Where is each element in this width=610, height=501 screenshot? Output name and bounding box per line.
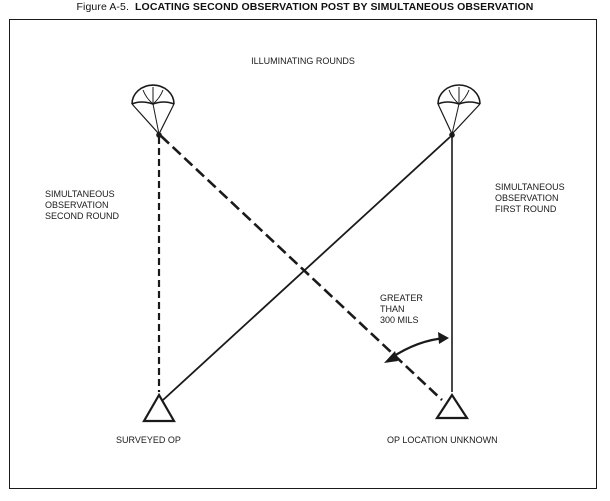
svg-text:THAN: THAN: [380, 304, 405, 314]
surveyed-op-label: SURVEYED OP: [116, 435, 181, 445]
parachute-icon: [437, 84, 481, 138]
svg-text:OBSERVATION: OBSERVATION: [495, 193, 559, 203]
svg-text:SECOND ROUND: SECOND ROUND: [45, 211, 120, 221]
illuminating-rounds-label: ILLUMINATING ROUNDS: [251, 56, 355, 66]
sight-line-unknown-op-second-round: [160, 135, 443, 401]
first-round-label: SIMULTANEOUS OBSERVATION FIRST ROUND: [495, 182, 565, 214]
svg-text:FIRST ROUND: FIRST ROUND: [495, 204, 557, 214]
angle-note-label: GREATER THAN 300 MILS: [380, 293, 423, 325]
figure-number: Figure A-5.: [76, 1, 129, 13]
double-arrow-icon: [384, 332, 449, 363]
diagram-frame: [9, 19, 597, 489]
triangle-icon: [142, 392, 176, 423]
svg-text:OBSERVATION: OBSERVATION: [45, 200, 109, 210]
svg-text:SIMULTANEOUS: SIMULTANEOUS: [495, 182, 565, 192]
sight-line-surveyed-op-first-round: [162, 136, 451, 401]
second-round-label: SIMULTANEOUS OBSERVATION SECOND ROUND: [45, 189, 120, 221]
triangle-icon: [434, 392, 470, 420]
figure-title: Figure A-5. LOCATING SECOND OBSERVATION …: [0, 1, 610, 13]
parachute-icon: [131, 84, 175, 138]
svg-text:300 MILS: 300 MILS: [380, 315, 419, 325]
svg-text:SIMULTANEOUS: SIMULTANEOUS: [45, 189, 115, 199]
figure-caption: LOCATING SECOND OBSERVATION POST BY SIMU…: [135, 1, 534, 13]
svg-text:GREATER: GREATER: [380, 293, 423, 303]
op-unknown-label: OP LOCATION UNKNOWN: [387, 435, 498, 445]
